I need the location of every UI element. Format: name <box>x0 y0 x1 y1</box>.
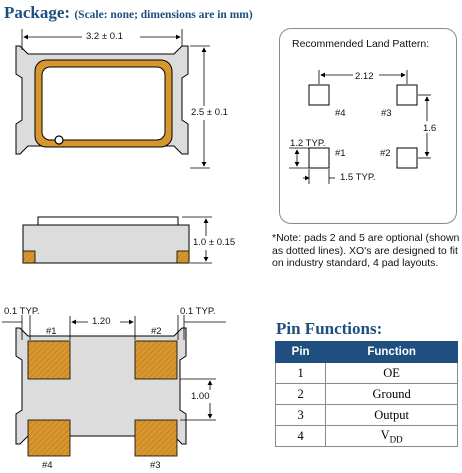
bottom-pad-1-label: #1 <box>46 326 57 337</box>
pin-function: OE <box>325 362 458 384</box>
land-pad-2-label: #2 <box>380 148 391 159</box>
bottom-pad-1 <box>27 340 71 380</box>
pin-functions-table: Pin Function 1 OE 2 Ground 3 Output 4 VD… <box>274 341 458 447</box>
table-row: 2 Ground <box>274 383 458 405</box>
pin-function: Output <box>325 404 458 426</box>
land-pad-h-label: 1.5 TYP. <box>340 172 376 183</box>
package-note: *Note: pads 2 and 5 are optional (shown … <box>272 232 460 269</box>
side-pad-right <box>176 250 190 264</box>
top-view-lid-inner <box>41 66 166 141</box>
pin-column-header: Pin <box>274 341 327 363</box>
pin-function: Ground <box>325 383 458 405</box>
bottom-pitch-h-label: 1.20 <box>92 316 111 327</box>
package-title-text: Package: <box>4 3 71 22</box>
side-view <box>22 216 246 264</box>
pin-number: 2 <box>274 383 327 405</box>
pin-table-header-row: Pin Function <box>274 341 458 363</box>
land-pad-4-label: #4 <box>335 108 346 119</box>
bottom-pad-2-label: #2 <box>151 326 162 337</box>
land-pitch-h-label: 2.12 <box>355 71 374 82</box>
table-row: 4 VDD <box>274 425 458 447</box>
pin-function-base: V <box>380 427 390 442</box>
pin-number: 4 <box>274 425 327 447</box>
bottom-view <box>2 315 226 457</box>
bottom-pitch-v-label: 1.00 <box>191 391 210 402</box>
bottom-pad-3-label: #3 <box>150 460 161 471</box>
height-dim-label: 2.5 ± 0.1 <box>191 107 228 118</box>
function-column-header: Function <box>325 341 458 363</box>
land-pattern-title: Recommended Land Pattern: <box>292 38 430 50</box>
table-row: 1 OE <box>274 362 458 384</box>
pin-function: VDD <box>325 425 458 447</box>
table-row: 3 Output <box>274 404 458 426</box>
pin-number: 1 <box>274 362 327 384</box>
top-view <box>15 29 244 169</box>
side-view-body <box>22 224 190 264</box>
width-dim-label: 3.2 ± 0.1 <box>86 31 123 42</box>
bottom-pad-4 <box>27 419 71 457</box>
land-pad-v-label: 1.2 TYP. <box>290 138 326 149</box>
side-pad-left <box>22 250 36 264</box>
side-view-lid <box>37 216 179 226</box>
land-pitch-v-label: 1.6 <box>423 123 437 134</box>
package-title: Package: (Scale: none; dimensions are in… <box>4 3 253 23</box>
pin-functions-title: Pin Functions: <box>276 319 383 338</box>
bottom-pad-4-label: #4 <box>42 460 53 471</box>
land-pad-3 <box>396 84 418 106</box>
land-pad-1 <box>308 147 330 169</box>
edge-left-label: 0.1 TYP. <box>4 306 40 317</box>
edge-right-label: 0.1 TYP. <box>180 306 216 317</box>
package-drawings <box>2 29 246 457</box>
pin-function-subscript: DD <box>389 434 403 445</box>
land-pad-3-label: #3 <box>381 108 392 119</box>
land-pattern-drawing <box>289 69 439 184</box>
land-pattern-panel <box>279 28 457 224</box>
thickness-dim-label: 1.0 ± 0.15 <box>193 237 236 248</box>
bottom-pad-2 <box>134 340 178 380</box>
pin1-marker <box>54 135 64 145</box>
land-pad-1-label: #1 <box>335 148 346 159</box>
bottom-pad-3 <box>134 419 178 457</box>
land-pad-2 <box>396 147 418 169</box>
pin-number: 3 <box>274 404 327 426</box>
package-subtitle: (Scale: none; dimensions are in mm) <box>74 9 253 21</box>
land-pad-4 <box>308 84 330 106</box>
